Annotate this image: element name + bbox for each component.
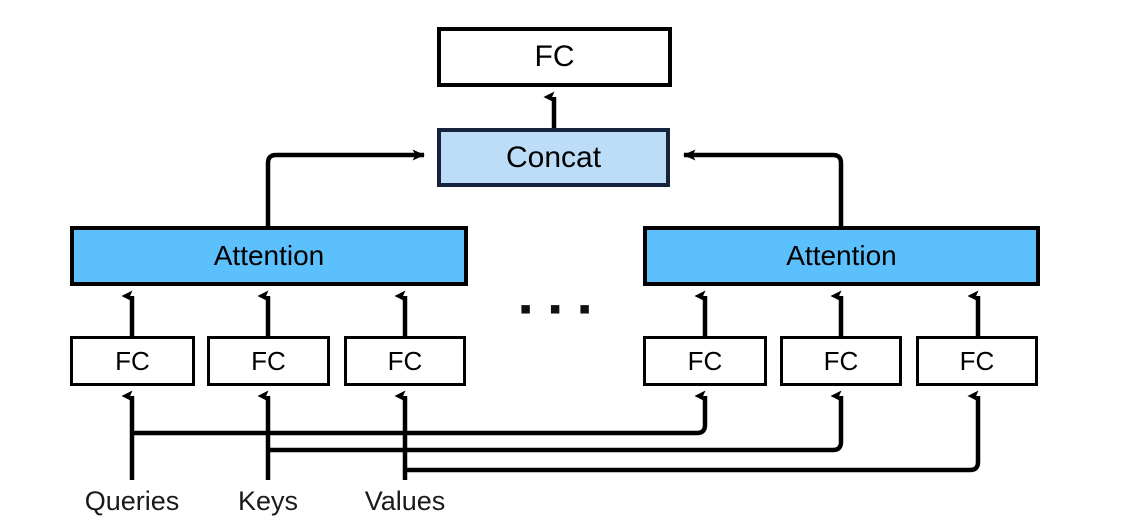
fc-box-right-values[interactable]: FC <box>916 336 1038 386</box>
attention-label-left: Attention <box>213 240 325 271</box>
fc-box-left-values[interactable]: FC <box>344 336 466 386</box>
fc-label-left-keys: FC <box>251 346 286 376</box>
fc-box-left-queries[interactable]: FC <box>70 336 195 386</box>
output-fc-box[interactable]: FC <box>437 27 672 87</box>
input-label-queries: Queries <box>84 486 180 516</box>
attention-box-right[interactable]: Attention <box>643 226 1040 286</box>
concat-label: Concat <box>505 140 602 174</box>
fc-label-left-queries: FC <box>115 346 150 376</box>
fc-label-left-values: FC <box>387 346 423 376</box>
fc-label-right-keys: FC <box>823 346 859 376</box>
fc-box-right-keys[interactable]: FC <box>780 336 902 386</box>
fc-label-right-queries: FC <box>687 346 723 376</box>
fc-box-left-keys[interactable]: FC <box>207 336 330 386</box>
wire-queries-bus-right <box>132 390 708 436</box>
wire-keys-bus-right <box>268 390 844 453</box>
input-label-keys: Keys <box>237 486 299 516</box>
wire-right-attention-to-concat <box>683 149 844 226</box>
wire-left-attention-to-concat <box>265 149 425 226</box>
attention-label-right: Attention <box>786 240 897 271</box>
output-fc-label: FC <box>534 40 575 73</box>
wire-values-bus-right <box>405 390 981 473</box>
attention-box-left[interactable]: Attention <box>70 226 468 286</box>
fc-label-right-values: FC <box>959 346 995 376</box>
input-label-values: Values <box>364 486 446 516</box>
heads-ellipsis: ▪ ▪ ▪ <box>519 290 595 328</box>
concat-box[interactable]: Concat <box>437 128 670 187</box>
fc-box-right-queries[interactable]: FC <box>643 336 767 386</box>
